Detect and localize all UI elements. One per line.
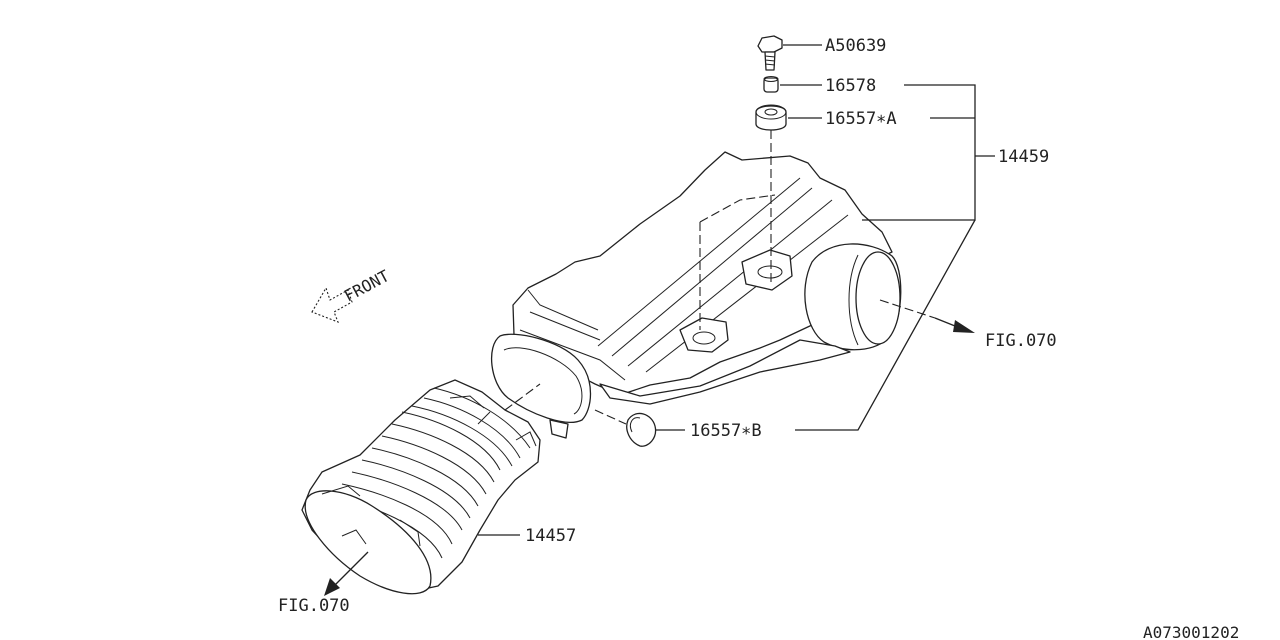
label-16557a: 16557∗A: [825, 109, 897, 129]
label-14459: 14459: [998, 147, 1049, 167]
grommet-16557a: [755, 104, 787, 131]
diagram-code: A073001202: [1143, 623, 1239, 640]
grommet-b-centerline: [594, 409, 627, 425]
grommet-16557b: [626, 412, 657, 447]
bolt-a50639: [757, 35, 783, 71]
label-14457: 14457: [525, 526, 576, 546]
air-intake-duct-14459: [490, 151, 902, 439]
front-label: FRONT: [341, 266, 393, 306]
front-arrow-icon: [311, 286, 353, 323]
intake-bellows-14457: [301, 379, 541, 595]
label-a50639: A50639: [825, 36, 886, 56]
duct-join-centerline: [504, 383, 541, 411]
label-fig-right: FIG.070: [985, 331, 1057, 351]
fig-bottom-arrow: [324, 551, 369, 596]
bracket-14459: [862, 84, 976, 221]
outlet-centerline: [879, 299, 936, 319]
collar-16578: [763, 76, 779, 93]
fig-right-arrow: [934, 317, 975, 333]
label-16578: 16578: [825, 76, 876, 96]
label-fig-bottom: FIG.070: [278, 596, 350, 616]
label-16557b: 16557∗B: [690, 421, 762, 441]
leader-grommet-b-bracket: [795, 219, 976, 431]
